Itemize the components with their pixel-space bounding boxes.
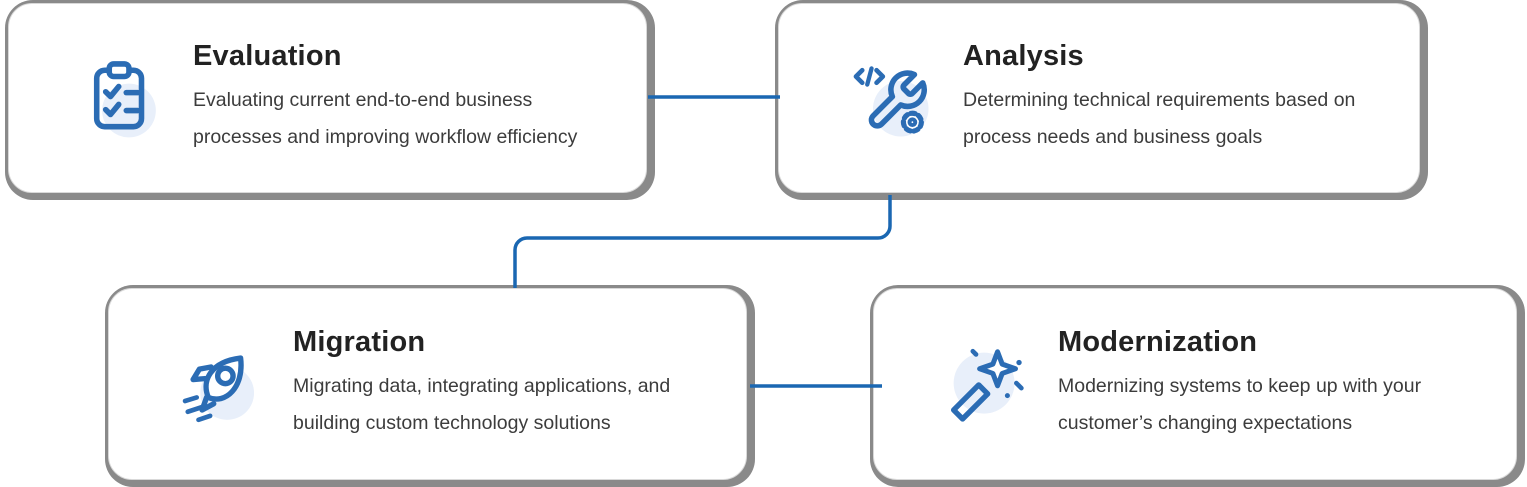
card-modernization: Modernization Modernizing systems to kee… (870, 285, 1525, 487)
magic-wand-icon (942, 341, 1028, 427)
description-line: customer’s changing expectations (1058, 412, 1353, 434)
description-line: Migrating data, integrating applications… (293, 375, 671, 397)
card-title: Evaluation (193, 40, 342, 72)
card-description: Modernizing systems to keep up with your… (1058, 368, 1421, 442)
card-evaluation: Evaluation Evaluating current end-to-end… (5, 0, 655, 200)
card-migration-body: Migration Migrating data, integrating ap… (108, 288, 747, 480)
card-evaluation-text: Evaluation Evaluating current end-to-end… (193, 40, 577, 156)
clipboard-checklist-icon (77, 55, 163, 141)
card-title: Analysis (963, 40, 1084, 72)
card-analysis-text: Analysis Determining technical requireme… (963, 40, 1355, 156)
connector-analysis-migration (513, 195, 892, 288)
card-description: Determining technical requirements based… (963, 82, 1355, 156)
description-line: Determining technical requirements based… (963, 89, 1356, 111)
card-modernization-body: Modernization Modernizing systems to kee… (873, 288, 1517, 480)
description-line: Modernizing systems to keep up with your (1058, 375, 1422, 397)
description-line: process needs and business goals (963, 126, 1263, 148)
card-evaluation-body: Evaluation Evaluating current end-to-end… (8, 3, 647, 193)
description-line: processes and improving workflow efficie… (193, 126, 578, 148)
rocket-icon (177, 341, 263, 427)
card-modernization-text: Modernization Modernizing systems to kee… (1058, 326, 1421, 442)
card-description: Migrating data, integrating applications… (293, 368, 670, 442)
card-description: Evaluating current end-to-end business p… (193, 82, 577, 156)
card-analysis-body: Analysis Determining technical requireme… (778, 3, 1420, 193)
card-migration-text: Migration Migrating data, integrating ap… (293, 326, 670, 442)
card-migration: Migration Migrating data, integrating ap… (105, 285, 755, 487)
description-line: Evaluating current end-to-end business (193, 89, 533, 111)
description-line: building custom technology solutions (293, 412, 611, 434)
wrench-code-gear-icon (847, 55, 933, 141)
card-analysis: Analysis Determining technical requireme… (775, 0, 1428, 200)
card-title: Modernization (1058, 326, 1258, 358)
card-title: Migration (293, 326, 426, 358)
